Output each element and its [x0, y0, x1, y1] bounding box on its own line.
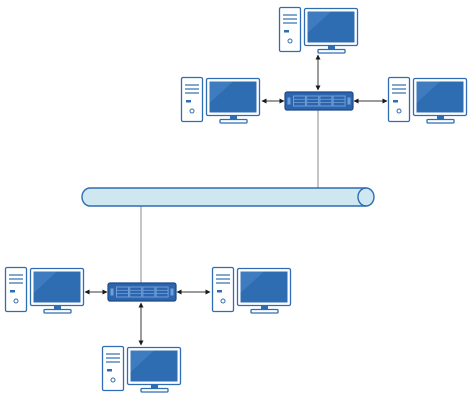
computer-top-up: [278, 6, 359, 54]
computer-bottom-left: [4, 266, 85, 314]
computer-top-right: [387, 76, 468, 124]
backbone-bus: [81, 187, 375, 207]
tower-case-icon: [101, 345, 125, 392]
bus-layer: [81, 187, 375, 207]
computer-top-left: [180, 76, 261, 124]
tower-case-icon: [278, 6, 302, 53]
tower-case-icon: [211, 266, 235, 313]
tower-case-icon: [180, 76, 204, 123]
monitor-icon: [205, 77, 261, 124]
tower-case-icon: [4, 266, 28, 313]
computer-bottom-right: [211, 266, 292, 314]
links-layer: [84, 54, 388, 346]
monitor-icon: [126, 346, 182, 393]
switch-top: [284, 91, 354, 111]
computer-bottom-down: [101, 345, 182, 393]
switch-bottom: [107, 282, 177, 302]
tower-case-icon: [387, 76, 411, 123]
monitor-icon: [412, 77, 468, 124]
monitor-icon: [303, 7, 359, 54]
monitor-icon: [236, 267, 292, 314]
devices-layer: [4, 6, 468, 393]
monitor-icon: [29, 267, 85, 314]
